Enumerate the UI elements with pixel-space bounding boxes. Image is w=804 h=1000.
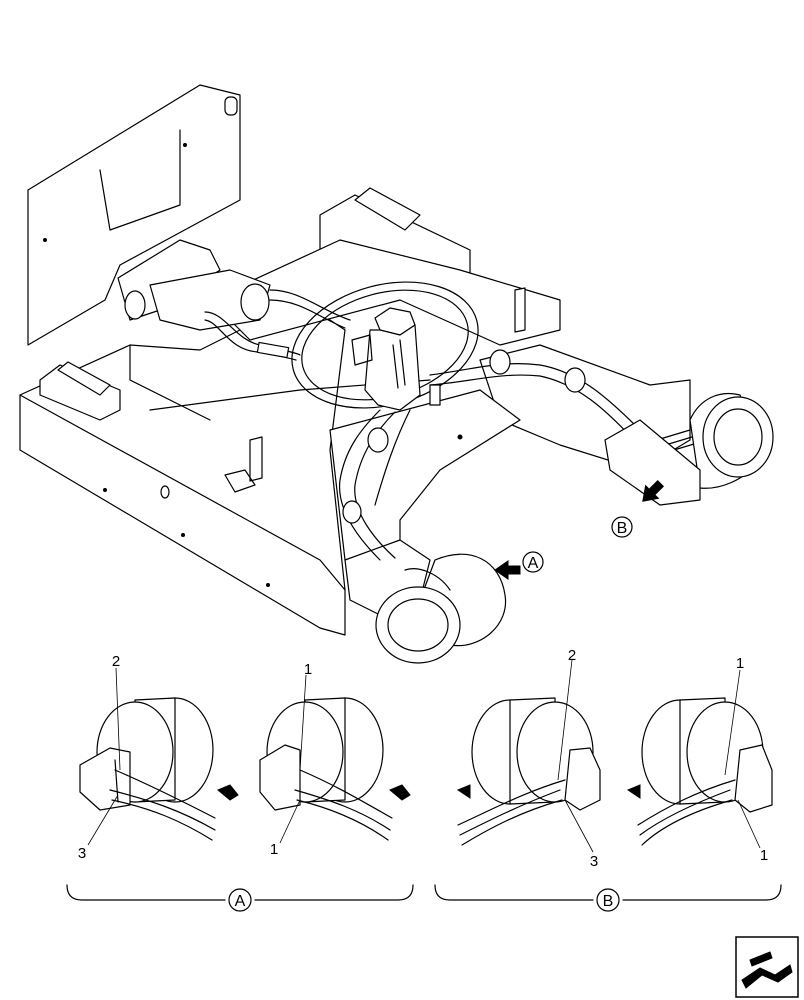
leader-lines: [87, 659, 761, 853]
callout-1-b-top: 1: [736, 655, 744, 672]
view-label-b-bottom: B: [603, 893, 614, 910]
bracket-a: [66, 884, 414, 912]
detail-view-a-right: [259, 697, 411, 841]
callout-1-a-top: 1: [304, 661, 312, 678]
callout-2-b: 2: [568, 647, 576, 664]
detail-view-b-right: [626, 697, 773, 846]
reference-icon: [735, 936, 799, 998]
callout-3-a: 3: [78, 845, 86, 862]
travel-motor-a: [375, 553, 507, 664]
view-arrow-b: [611, 479, 665, 538]
view-label-b-top: B: [617, 520, 628, 537]
bracket-b: [434, 884, 782, 912]
view-label-a-bottom: A: [235, 893, 246, 910]
callout-3-b: 3: [590, 853, 598, 870]
detail-view-b-left: [456, 697, 601, 846]
callout-1-a-bottom: 1: [270, 841, 278, 858]
travel-motor-b: [604, 393, 774, 506]
center-swivel-joint: [351, 307, 441, 411]
callout-1-b-bottom: 1: [760, 847, 768, 864]
view-arrow-a: [494, 551, 544, 580]
view-label-a-top: A: [528, 555, 539, 572]
detail-view-a-left: [79, 697, 239, 841]
hydraulic-hoses: [117, 239, 695, 561]
callout-2-a: 2: [112, 653, 120, 670]
